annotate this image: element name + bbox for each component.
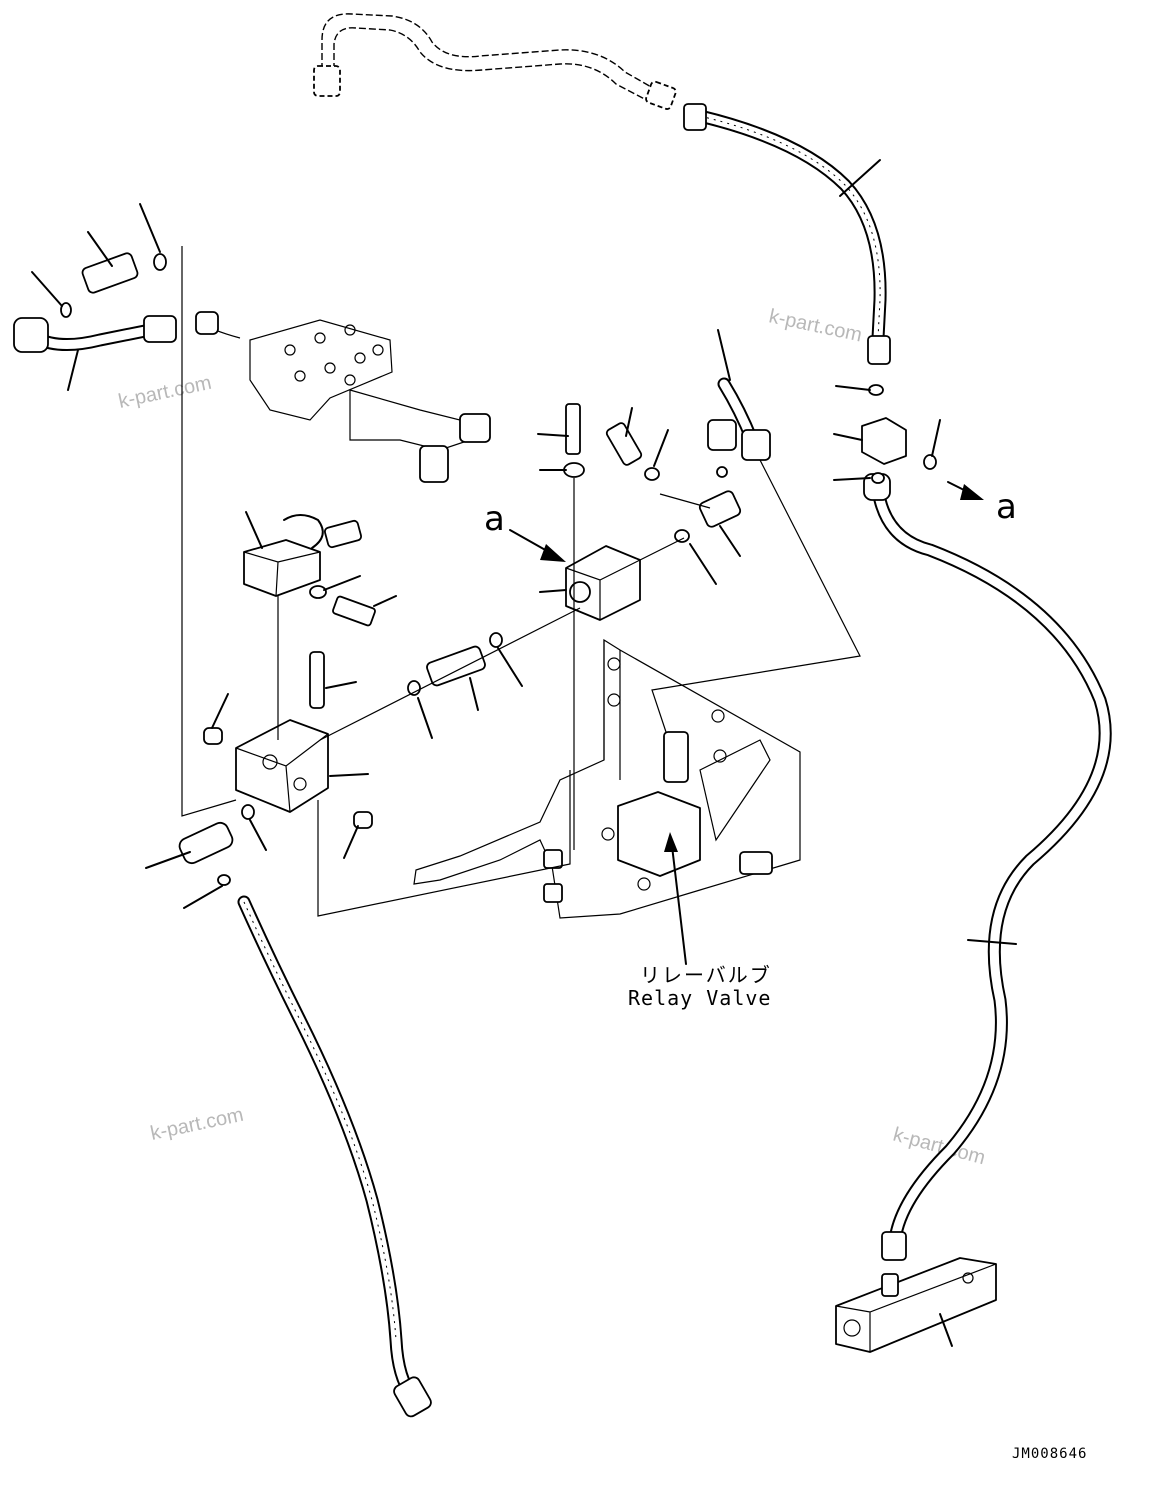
hose-lower-left-end-fitting <box>393 1376 432 1418</box>
relay-valve-label-jp: リレーバルブ <box>640 963 772 987</box>
o-ring-tee-1 <box>868 384 884 396</box>
o-ring-tee-3 <box>923 454 937 470</box>
o-ring-block-2 <box>217 874 231 886</box>
o-ring-tee-2 <box>871 472 885 484</box>
o-ring-center-2 <box>674 529 690 543</box>
top-dashed-pipe <box>313 13 677 110</box>
hose-lower-right <box>863 473 1112 1261</box>
o-ring-block <box>241 804 255 820</box>
relay-valve-body <box>617 791 701 877</box>
manifold-port-fitting-2 <box>459 413 491 443</box>
center-valve-block <box>407 403 742 696</box>
manifold-port-fitting-1 <box>419 445 449 483</box>
reference-lines <box>181 246 861 917</box>
o-ring-center-5 <box>407 680 421 696</box>
center-connector <box>605 422 643 466</box>
center-bolt <box>565 403 581 455</box>
o-ring-center-1 <box>644 467 660 481</box>
hose-lower-left <box>237 895 432 1418</box>
top-pipe-left-fitting <box>313 65 341 97</box>
arrow-head-relay <box>664 832 678 852</box>
manifold-port-fitting-3 <box>195 311 219 335</box>
leader-lines <box>31 159 1017 1347</box>
o-ring-center-3 <box>716 466 728 478</box>
upper-right-tee <box>707 377 937 484</box>
hose-upper-left <box>13 252 177 353</box>
watermark-1: k-part.com <box>767 305 864 346</box>
relay-valve-label-en: Relay Valve <box>628 986 771 1010</box>
center-check-valve <box>426 645 486 687</box>
block-elbow-fitting <box>178 821 234 865</box>
left-valve-block <box>178 651 373 886</box>
hose-upper-left-adapter <box>81 252 139 294</box>
solenoid-bolt <box>332 595 376 627</box>
hose-upper-right-end-fitting-top <box>683 103 707 131</box>
watermark-3: k-part.com <box>148 1104 245 1145</box>
block-bolt <box>309 651 325 709</box>
relay-valve-bracket <box>413 638 801 919</box>
o-ring-solenoid <box>309 585 327 599</box>
top-pipe-right-fitting <box>645 80 677 110</box>
hose-upper-left-nut <box>143 315 177 343</box>
hose-upper-right <box>683 103 891 365</box>
bottom-right-manifold <box>835 1257 997 1353</box>
center-elbow <box>698 490 742 528</box>
o-ring-center-4 <box>489 632 503 648</box>
block-plug-top <box>203 727 223 745</box>
solenoid-valve <box>243 514 376 627</box>
section-marker-left: a <box>484 499 505 539</box>
drawing-number: JM008646 <box>1012 1446 1087 1462</box>
hose-upper-left-elbow <box>13 317 49 353</box>
hose-upper-right-end-fitting-bottom <box>867 335 891 365</box>
arrow-head-right-a <box>960 484 984 500</box>
arrow-head-left-a <box>540 544 566 562</box>
o-ring-a <box>153 253 167 271</box>
o-ring-b <box>60 302 72 318</box>
watermark-2: k-part.com <box>116 372 213 413</box>
manifold-plate <box>195 311 491 483</box>
relay-valve-stem <box>663 731 689 783</box>
block-plug-bottom <box>353 811 373 829</box>
arrows <box>509 481 984 965</box>
section-marker-right: a <box>996 487 1017 527</box>
hose-lower-right-end-fitting-bottom <box>881 1231 907 1261</box>
